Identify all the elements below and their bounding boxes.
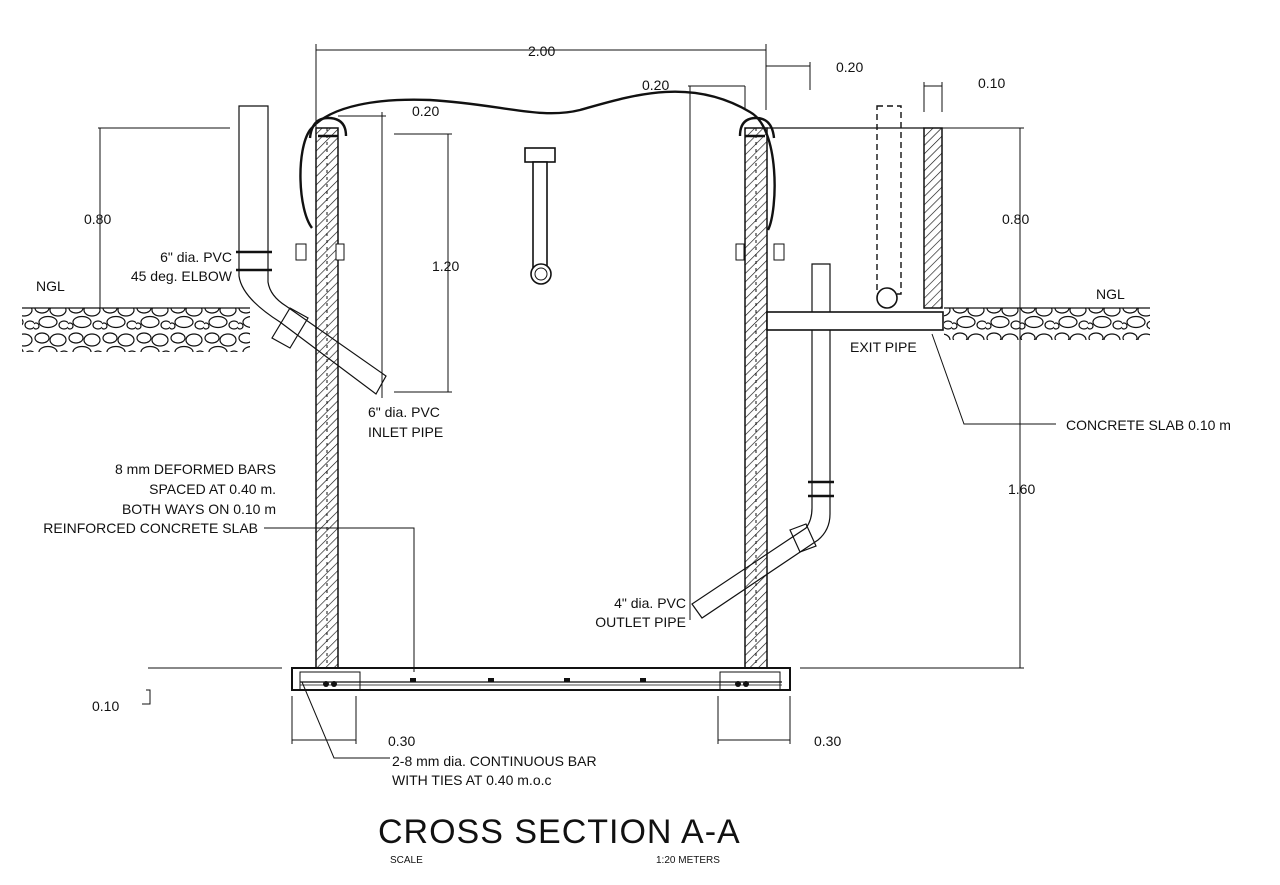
vent-pipe	[524, 147, 556, 285]
dim-wall-top-right: 0.20	[836, 59, 863, 75]
scale-value: 1:20 METERS	[656, 855, 720, 866]
outlet-pipe	[691, 263, 834, 619]
dim-left-height: 0.80	[84, 211, 111, 227]
dim-tank-depth: 1.60	[1008, 481, 1035, 497]
top-cover	[299, 90, 776, 231]
bars-label-3: BOTH WAYS ON 0.10 m	[122, 501, 276, 517]
continuous-bar-label-1: 2-8 mm dia. CONTINUOUS BAR	[392, 753, 597, 769]
outlet-label-2: OUTLET PIPE	[595, 614, 686, 630]
dim-overall-width: 2.00	[528, 43, 555, 59]
dim-footing-right: 0.30	[814, 733, 841, 749]
exit-chamber	[767, 105, 943, 309]
dim-right-height: 0.80	[1002, 211, 1029, 227]
scale-label: SCALE	[390, 855, 423, 866]
elbow-label-2: 45 deg. ELBOW	[131, 268, 233, 284]
bars-label-1: 8 mm DEFORMED BARS	[115, 461, 276, 477]
ngl-left-label: NGL	[36, 278, 65, 294]
dim-wall-top-left: 0.20	[412, 103, 439, 119]
outlet-label-1: 4" dia. PVC	[614, 595, 686, 611]
left-bolt	[295, 243, 345, 261]
ngl-right-label: NGL	[1096, 286, 1125, 302]
bars-label-2: SPACED AT 0.40 m.	[149, 481, 276, 497]
bars-label-4: REINFORCED CONCRETE SLAB	[43, 520, 258, 536]
right-bolt	[735, 243, 785, 261]
dim-wall-top-mid: 0.20	[642, 77, 669, 93]
inlet-pipe	[236, 105, 387, 395]
concrete-slab-label: CONCRETE SLAB 0.10 m	[1066, 417, 1231, 433]
left-tank-wall	[315, 127, 339, 669]
exit-pipe-label: EXIT PIPE	[850, 339, 917, 355]
exit-pipe	[766, 311, 944, 331]
dim-exit-wall: 0.10	[978, 75, 1005, 91]
dim-base-slab: 0.10	[92, 698, 119, 714]
elbow-label-1: 6" dia. PVC	[160, 249, 232, 265]
ground-left	[22, 307, 250, 352]
inlet-label-2: INLET PIPE	[368, 424, 443, 440]
dimension-lines	[98, 44, 1056, 759]
drawing-title: CROSS SECTION A-A	[378, 813, 741, 851]
base-slab	[291, 667, 791, 691]
continuous-bar-label-2: WITH TIES AT 0.40 m.o.c	[392, 772, 552, 788]
dim-inlet-depth: 1.20	[432, 258, 459, 274]
ground-right	[944, 307, 1150, 340]
dim-footing-left: 0.30	[388, 733, 415, 749]
inlet-label-1: 6" dia. PVC	[368, 404, 440, 420]
